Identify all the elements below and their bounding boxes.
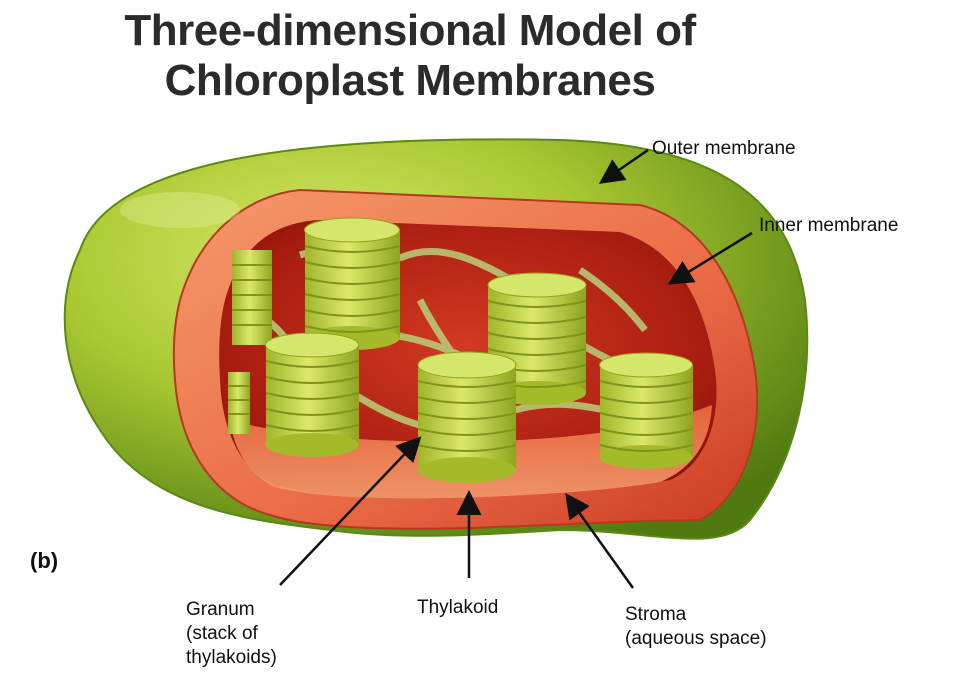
granum-stack-back-center <box>305 218 401 350</box>
label-granum-line-2: (stack of <box>186 622 277 646</box>
outer-highlight <box>120 192 240 228</box>
granum-stack-front-left <box>266 333 360 457</box>
label-granum: Granum (stack of thylakoids) <box>186 598 277 670</box>
granum-stack-front-center <box>418 352 516 483</box>
label-granum-line-1: Granum <box>186 598 277 622</box>
granum-stack-front-right <box>600 353 694 469</box>
label-stroma-line-2: (aqueous space) <box>625 627 767 651</box>
label-granum-line-3: thylakoids) <box>186 646 277 670</box>
label-stroma: Stroma (aqueous space) <box>625 603 767 651</box>
label-stroma-line-1: Stroma <box>625 603 767 627</box>
label-outer-membrane: Outer membrane <box>652 137 796 161</box>
label-thylakoid: Thylakoid <box>417 596 498 620</box>
panel-label: (b) <box>30 548 58 574</box>
label-inner-membrane: Inner membrane <box>759 214 898 238</box>
granum-stack-back-left <box>232 250 272 345</box>
granum-stack-partial-left <box>228 372 250 434</box>
